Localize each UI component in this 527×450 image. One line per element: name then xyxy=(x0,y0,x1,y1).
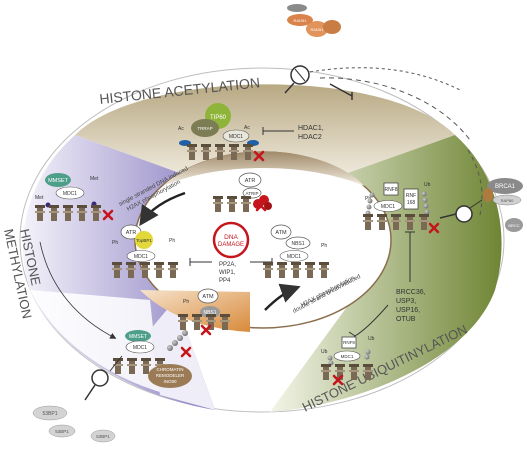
ph-mark-3: Ph xyxy=(183,299,189,305)
hdac-label-1: HDAC1, xyxy=(298,125,324,132)
brca1-label: BRCA1 xyxy=(495,184,516,190)
dub-label-1: BRCC36, xyxy=(396,289,426,296)
mmset-label-2: MMSET xyxy=(129,334,147,340)
mdc1-label-atr: MDC1 xyxy=(134,254,148,260)
ub-mark-3: Ub xyxy=(368,336,375,342)
atrip-label: ATRIP xyxy=(246,191,259,196)
ph-mark-2: Ph xyxy=(169,238,175,244)
rap80-label: RAP80 xyxy=(501,198,514,203)
mdc1-label-me2: MDC1 xyxy=(133,345,147,351)
atm-nbs1-complex-lower: ATM NBS1 Ph xyxy=(178,288,230,336)
atm-nbs1-complex-upper: ATM NBS1 MDC1 Ph xyxy=(263,224,329,278)
pointer-icon-top xyxy=(284,65,310,94)
atm-label-2: ATM xyxy=(275,230,287,236)
mdc1-label-atm: MDC1 xyxy=(287,254,301,260)
ac-mark-1: Ac xyxy=(178,126,184,132)
remodeler-label-3: INO80 xyxy=(163,379,177,384)
ubiquitinylation-sector xyxy=(270,135,502,412)
ph-mark-1: Ph xyxy=(112,240,118,246)
nbs1-label-1: NBS1 xyxy=(203,310,216,316)
dna-damage-label-1: DNA xyxy=(224,234,238,241)
rad51-cluster: RAD51 RAD51 xyxy=(287,4,341,37)
deubiquitinases: BRCC36, USP3, USP16, OTUB xyxy=(396,231,426,323)
dub-label-3: USP16, xyxy=(396,307,420,314)
atr-atrip-complex: ATR ATRIP xyxy=(213,172,272,212)
mdc1-label-ub: MDC1 xyxy=(381,204,395,210)
rnf8-complex-lower: RNF8 MDC1 Ub Ub xyxy=(321,336,375,386)
met-mark-2: Met xyxy=(90,176,99,182)
remodeler-complex: MMSET MDC1 CHROMATIN REMODELER INO80 xyxy=(113,330,192,388)
ub-mark-1: Ub xyxy=(424,182,431,188)
ph-mark-4: Ph xyxy=(321,243,327,249)
p53bp1-label-1: 53BP1 xyxy=(42,411,57,417)
nbs1-label-2: NBS1 xyxy=(291,241,304,247)
ac-mark-2: Ac xyxy=(244,125,250,131)
dub-label-4: OTUB xyxy=(396,316,416,323)
rnf168-label-2: 168 xyxy=(407,200,416,206)
mmset-label-1: MMSET xyxy=(48,178,69,184)
dna-damage-center: DNA DAMAGE xyxy=(212,221,250,259)
pointer-icon-bottom xyxy=(84,355,123,401)
remodeler-label-2: REMODELER xyxy=(156,373,185,378)
mmset-complex-top: MMSET MDC1 Met Met xyxy=(35,173,114,221)
dna-damage-label-2: DAMAGE xyxy=(218,242,244,248)
rnf8-rnf168-complex: RNF8 RNF 168 MDC1 Ub Ph xyxy=(363,182,440,234)
pp2a-label-1: PP2A, xyxy=(219,262,236,268)
atr-label-1: ATR xyxy=(245,178,256,184)
pointer-icon-right xyxy=(439,199,483,223)
rnf168-label-1: RNF xyxy=(406,193,416,199)
pp2a-label-2: WIP1, xyxy=(219,270,236,276)
brcc-label: BRCC xyxy=(508,223,519,228)
trrap-label: TRRAP xyxy=(197,126,212,131)
hdac-inhibitor: HDAC1, HDAC2 xyxy=(262,125,324,141)
ph-mark-5: Ph xyxy=(365,196,371,202)
p53bp1-label-3: 53BP1 xyxy=(96,434,110,439)
outer-ring xyxy=(19,67,505,413)
rnf8-label-2: RNF8 xyxy=(343,340,355,345)
rad51-label: RAD51 xyxy=(294,18,308,23)
tip60-complex: TIP60 TRRAP MDC1 Ac Ac xyxy=(178,103,265,162)
ub-mark-2: Ub xyxy=(321,349,328,355)
pp2a-label-3: PP4 xyxy=(219,278,231,284)
hdac-label-2: HDAC2 xyxy=(298,134,322,141)
mdc1-label-ac: MDC1 xyxy=(229,134,243,140)
met-mark-1: Met xyxy=(35,195,44,201)
remodeler-label-1: CHROMATIN xyxy=(157,367,184,372)
p53bp1-cluster: 53BP1 53BP1 53BP1 xyxy=(32,405,116,443)
mdc1-label-me: MDC1 xyxy=(63,191,77,197)
tip60-label: TIP60 xyxy=(210,115,227,121)
dub-label-2: USP3, xyxy=(396,298,416,305)
rnf8-label-1: RNF8 xyxy=(384,187,397,193)
brca1-complex: BRCA1 RAP80 BRCC xyxy=(483,178,523,232)
topbp1-complex: ATR TopBP1 MDC1 Ph Ph xyxy=(112,224,178,278)
mdc1-label-ub2: MDC1 xyxy=(341,354,354,359)
rad51-label-2: RAD51 xyxy=(311,27,325,32)
atm-label-1: ATM xyxy=(202,294,214,300)
topbp1-label: TopBP1 xyxy=(136,238,152,243)
p53bp1-label-2: 53BP1 xyxy=(55,429,69,434)
atr-label-2: ATR xyxy=(126,230,137,236)
acetylation-sector xyxy=(75,84,455,175)
